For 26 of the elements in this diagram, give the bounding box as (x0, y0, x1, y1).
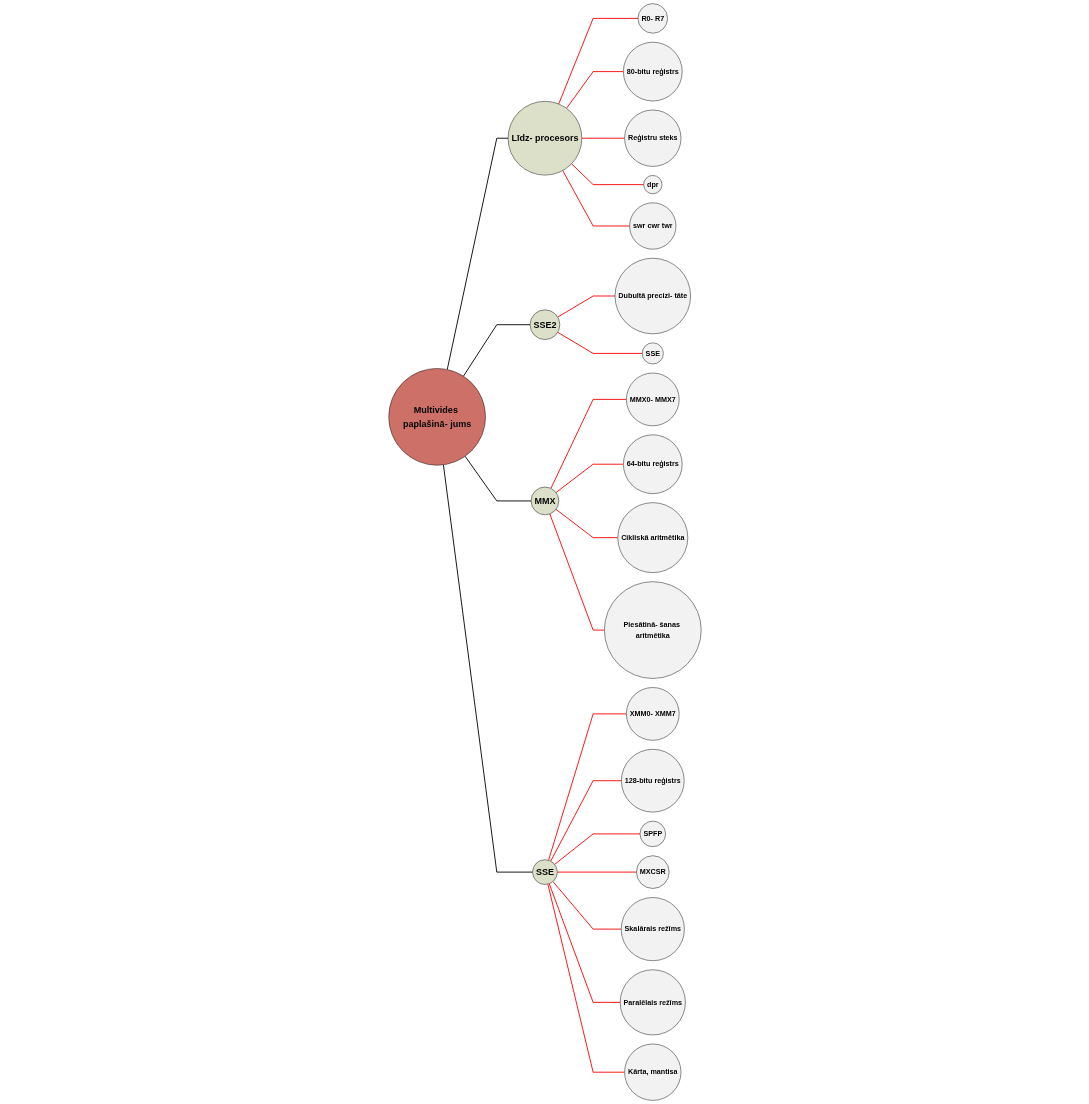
connector (442, 464, 533, 873)
connector (549, 780, 622, 862)
connector (548, 883, 621, 1003)
connector (580, 137, 625, 139)
connector (555, 508, 618, 539)
connector (552, 881, 622, 930)
connector (462, 324, 531, 377)
connector (553, 833, 640, 865)
connector (556, 295, 615, 318)
connector (565, 71, 624, 109)
connector (546, 883, 625, 1073)
connector (547, 713, 627, 861)
node-circle: SSE2 (529, 309, 560, 340)
node-circle: Līdz- procesors (507, 101, 582, 176)
connector (555, 463, 624, 493)
node-circle: Multivides paplašinā- jums (388, 368, 486, 466)
connector (561, 170, 630, 227)
connector (464, 455, 532, 502)
connector (550, 398, 627, 489)
connector (570, 163, 644, 186)
connector (548, 513, 605, 631)
node-circle: MMX (530, 486, 559, 516)
connector (557, 17, 638, 105)
node-circle: SSE (531, 859, 558, 885)
connector (446, 137, 509, 370)
connector (556, 331, 643, 354)
